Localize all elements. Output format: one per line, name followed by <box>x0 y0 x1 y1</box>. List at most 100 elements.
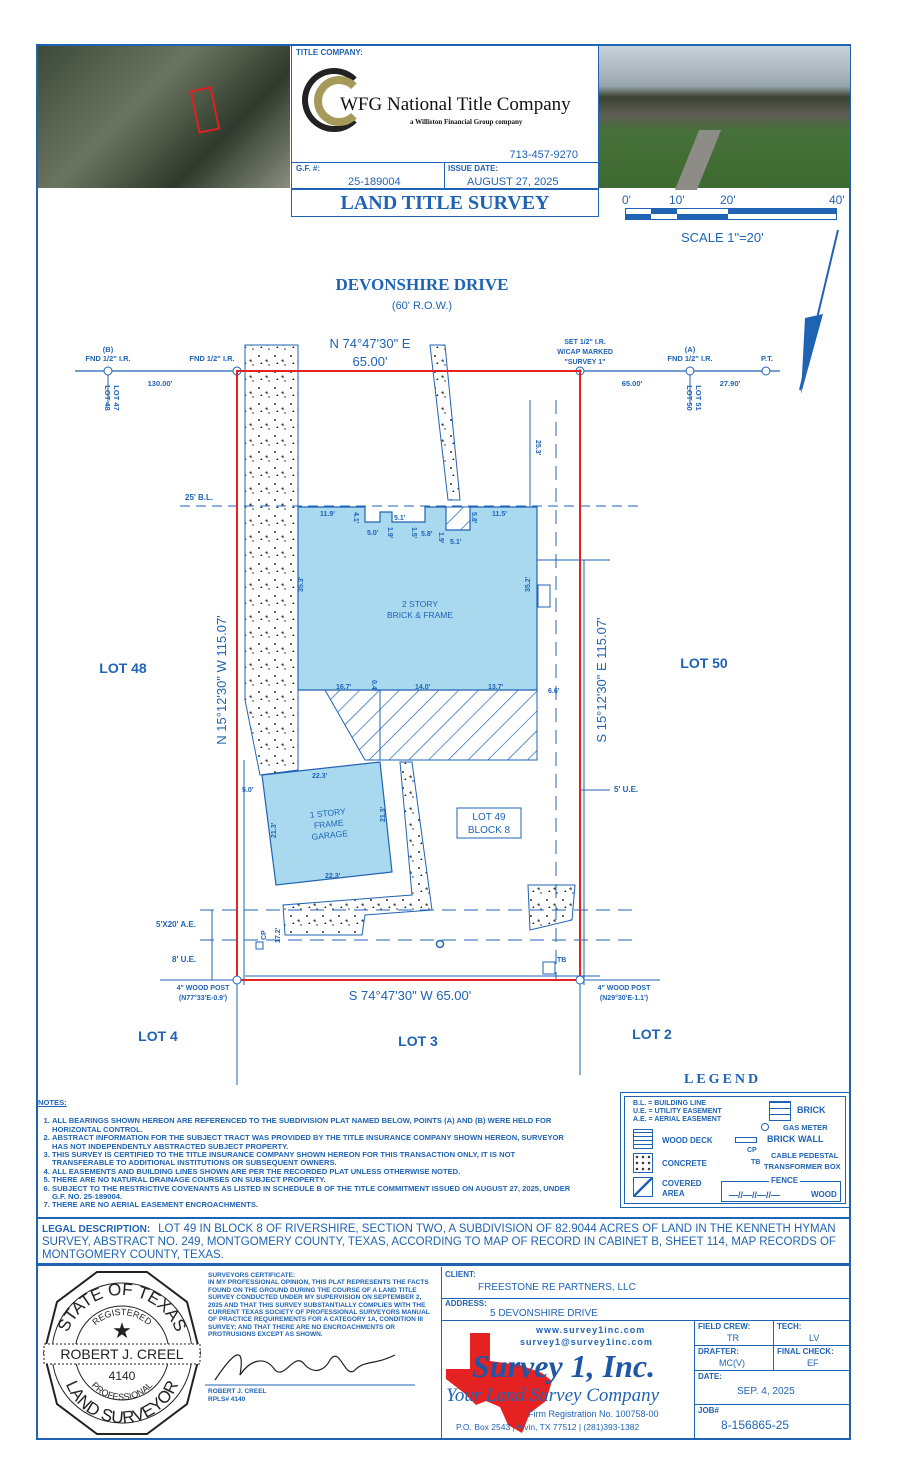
scale-tick: 20' <box>720 193 736 207</box>
concrete-walk-south <box>282 761 433 936</box>
signer-rpls: RPLS# 4140 <box>208 1396 246 1403</box>
house-photo <box>599 46 850 190</box>
plat-label: 6.6' <box>548 688 560 695</box>
plat-label: 22.3' <box>312 773 328 780</box>
plat-label: 27.90' <box>720 379 741 388</box>
plat-label: 4.1' <box>352 512 359 524</box>
plat-label: LOT 50 <box>685 385 694 410</box>
plat-label: 130.00' <box>148 379 173 388</box>
plat-label: (B) <box>103 345 114 354</box>
plat-mark <box>801 314 823 394</box>
plat-label: SET 1/2" I.R. <box>564 339 605 346</box>
plat-label: 5.1' <box>394 515 406 522</box>
surveyor-signature <box>205 1354 415 1386</box>
drafter-label: DRAFTER: <box>698 1347 739 1356</box>
east-bearing: S 15°12'30" E 115.07' <box>594 617 609 742</box>
plat-label: 1 STORY <box>309 806 346 820</box>
lot-50-label: LOT 50 <box>680 655 728 671</box>
plat-label: 5.0' <box>367 530 379 537</box>
scale-tick: 10' <box>669 193 685 207</box>
drafter: MC(V) <box>719 1358 745 1368</box>
transformer-box-icon <box>542 961 556 975</box>
tech: LV <box>809 1333 820 1343</box>
company-website[interactable]: www.survey1inc.com <box>536 1325 646 1335</box>
plat-drawing: DEVONSHIRE DRIVE (60' R.O.W.) (B) FND 1/… <box>75 229 839 1085</box>
plat-label: TB <box>557 957 566 964</box>
client-name: FREESTONE RE PARTNERS, LLC <box>478 1282 636 1293</box>
plat-label: 5.8' <box>470 512 477 524</box>
plat-label: 65.00' <box>622 379 643 388</box>
plat-mark <box>761 366 771 376</box>
job-label: JOB# <box>698 1406 719 1415</box>
company-tagline: Your Land Survey Company <box>446 1385 660 1406</box>
legend-title: LEGEND <box>684 1072 762 1087</box>
legal-text: LOT 49 IN BLOCK 8 OF RIVERSHIRE, SECTION… <box>42 1223 836 1261</box>
star-icon: ★ <box>112 1318 132 1343</box>
notes: NOTES: ALL BEARINGS SHOWN HEREON ARE REF… <box>38 1098 578 1210</box>
plat-mark <box>575 975 585 985</box>
firm-registration: Firm Registration No. 100758-00 <box>528 1409 659 1419</box>
west-bearing: N 15°12'30" W 115.07' <box>214 615 229 744</box>
job-info-grid: FIELD CREW: TR TECH: LV DRAFTER: MC(V) F… <box>694 1320 851 1440</box>
brick-wall-icon <box>735 1137 757 1143</box>
plat-label: 21.3' <box>271 822 278 838</box>
plat-label: 11.5' <box>492 511 507 518</box>
plat-label: LOT 51 <box>694 385 703 410</box>
ue-8-label: 8' U.E. <box>172 955 196 964</box>
legend-tb: TB <box>751 1159 761 1166</box>
note-item: ALL BEARINGS SHOWN HEREON ARE REFERENCED… <box>52 1117 578 1134</box>
garage-footprint <box>261 761 393 886</box>
client-label: CLIENT: <box>445 1270 476 1279</box>
plat-mark <box>43 1343 201 1365</box>
plat-label: GARAGE <box>311 828 349 842</box>
note-item: THERE ARE NO AERIAL EASEMENT ENCROACHMEN… <box>52 1201 578 1210</box>
note-item: ALL EASEMENTS AND BUILDING LINES SHOWN A… <box>52 1167 578 1176</box>
plat-label: W/CAP MARKED <box>557 349 613 356</box>
title-company-name: WFG National Title Company <box>340 94 571 115</box>
covered-area-icon <box>633 1177 653 1197</box>
plat-label: 1.5' <box>410 527 417 539</box>
title-company-label: TITLE COMPANY: <box>296 48 363 57</box>
property-boundary <box>236 370 581 981</box>
property-address: 5 DEVONSHIRE DRIVE <box>490 1308 598 1319</box>
north-bearing: N 74°47'30" E <box>330 336 411 351</box>
concrete-driveway <box>244 344 299 776</box>
plat-label: 16.7' <box>336 684 352 691</box>
plat-label: LOT 48 <box>103 385 112 410</box>
scale-tick: 0' <box>622 193 631 207</box>
plat-label: 0.4' <box>370 680 377 692</box>
lot-4-label: LOT 4 <box>138 1028 178 1044</box>
company-email[interactable]: survey1@survey1inc.com <box>520 1337 653 1347</box>
wood-deck-icon <box>633 1129 653 1149</box>
notes-title: NOTES: <box>38 1098 67 1107</box>
legal-description: LEGAL DESCRIPTION:LOT 49 IN BLOCK 8 OF R… <box>36 1217 851 1265</box>
legend-cable-pedestal: CABLE PEDESTAL <box>771 1151 839 1160</box>
legend-brick: BRICK <box>797 1105 826 1115</box>
plat-label: 13.7' <box>488 684 504 691</box>
plat-label: 4" WOOD POST <box>598 985 651 992</box>
final-check: EF <box>807 1358 819 1368</box>
legend-wood: WOOD <box>811 1190 837 1199</box>
street-row: (60' R.O.W.) <box>392 300 452 312</box>
north-arrow-icon <box>799 229 839 394</box>
field-crew: TR <box>727 1333 739 1343</box>
plat-label: 25.3' <box>534 440 541 456</box>
surveyor-seal: STATE OF TEXAS REGISTERED LAND SURVEYOR … <box>42 1268 202 1438</box>
job-number: 8-156865-25 <box>721 1418 790 1432</box>
note-item: THERE ARE NO NATURAL DRAINAGE COURSES ON… <box>52 1175 578 1184</box>
company-name: Survey 1, Inc. <box>472 1348 656 1384</box>
plat-label: 1.9' <box>386 527 393 539</box>
lot-49-label: LOT 49 <box>472 812 506 823</box>
gf-label: G.F. #: <box>296 164 321 173</box>
final-check-label: FINAL CHECK: <box>777 1347 834 1356</box>
plat-label: LOT 47 <box>112 385 121 410</box>
plat-label: BRICK & FRAME <box>387 610 453 620</box>
plat-label: 25' B.L. <box>185 493 213 502</box>
wfg-logo-crescent-gold <box>314 76 364 126</box>
plat-mark <box>103 366 113 376</box>
gas-meter-icon <box>761 1123 769 1131</box>
ac-unit <box>537 584 551 608</box>
lot-48-label: LOT 48 <box>99 660 147 676</box>
seal-name: ROBERT J. CREEL <box>60 1346 183 1362</box>
plat-label: 14.0' <box>415 684 431 691</box>
